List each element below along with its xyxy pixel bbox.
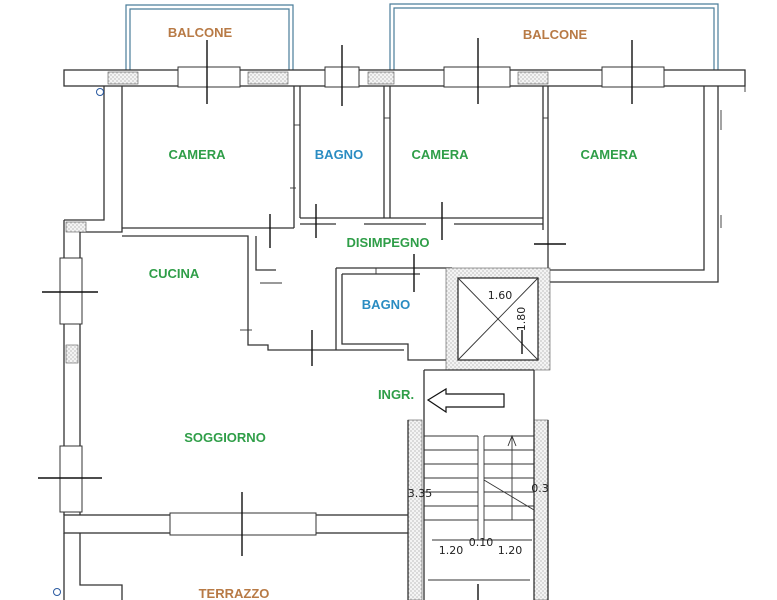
dim-stair-left: 1.20	[439, 544, 464, 557]
right-exterior-wall	[548, 86, 722, 283]
label-camera-2: CAMERA	[411, 147, 469, 162]
label-balcone-right: BALCONE	[523, 27, 588, 42]
terrace	[63, 533, 123, 600]
dim-landing-left: 3.35	[408, 487, 433, 500]
label-terrazzo: TERRAZZO	[199, 586, 270, 600]
dim-lift-depth: 1.80	[515, 307, 528, 332]
top-facade-wall	[63, 66, 746, 92]
label-bagno-1: BAGNO	[315, 147, 363, 162]
label-bagno-2: BAGNO	[362, 297, 410, 312]
label-balcone-left: BALCONE	[168, 25, 233, 40]
label-ingresso: INGR.	[378, 387, 414, 402]
living-bottom-wall	[63, 512, 410, 536]
dim-landing-right: 0.3	[531, 482, 549, 495]
interior-walls	[122, 86, 549, 361]
axis-markers	[38, 38, 633, 600]
stair-core	[407, 267, 551, 600]
dim-lift-width: 1.60	[488, 289, 513, 302]
balcony-left	[125, 4, 294, 70]
label-disimpegno: DISIMPEGNO	[346, 235, 429, 250]
left-exterior-wall-upper	[64, 86, 123, 233]
label-camera-1: CAMERA	[168, 147, 226, 162]
dim-stair-gap: 0.10	[469, 536, 494, 549]
label-cucina: CUCINA	[149, 266, 200, 281]
label-camera-3: CAMERA	[580, 147, 638, 162]
balcony-right	[389, 3, 719, 70]
dim-stair-right: 1.20	[498, 544, 523, 557]
left-exterior-wall	[59, 220, 83, 515]
label-soggiorno: SOGGIORNO	[184, 430, 266, 445]
arrow-left-icon	[426, 387, 505, 414]
